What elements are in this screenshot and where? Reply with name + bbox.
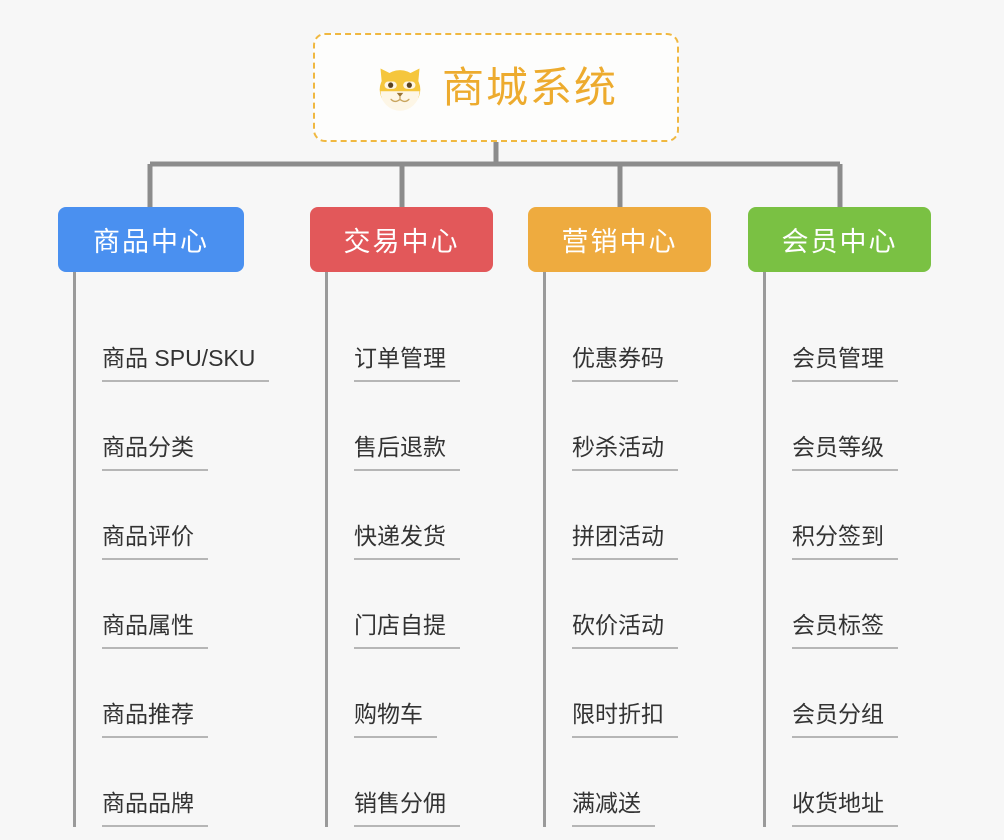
leaf-item-label: 商品品牌 <box>102 789 208 827</box>
category-header-3[interactable]: 营销中心 <box>528 207 711 272</box>
leaf-item[interactable]: 商品 SPU/SKU <box>75 293 270 382</box>
leaf-spine-line <box>73 272 76 827</box>
leaf-item[interactable]: 商品分类 <box>75 382 244 471</box>
leaf-item[interactable]: 销售分佣 <box>327 738 493 827</box>
leaf-item-label: 商品分类 <box>102 433 208 471</box>
leaf-item-label: 会员标签 <box>792 611 898 649</box>
leaf-item-label: 会员管理 <box>792 344 898 382</box>
leaf-item-label: 门店自提 <box>354 611 460 649</box>
root-title: 商城系统 <box>441 63 618 111</box>
leaf-list: 商品 SPU/SKU 商品分类商品评价商品属性商品推荐商品品牌 <box>58 272 270 827</box>
leaf-item[interactable]: 快递发货 <box>327 471 493 560</box>
leaf-item-label: 商品属性 <box>102 611 208 649</box>
leaf-item[interactable]: 会员管理 <box>765 293 931 382</box>
leaf-item-label: 砍价活动 <box>572 611 678 649</box>
leaf-item[interactable]: 订单管理 <box>327 293 493 382</box>
leaf-item-label: 收货地址 <box>792 789 898 827</box>
leaf-item-label: 会员分组 <box>792 700 898 738</box>
leaf-item[interactable]: 砍价活动 <box>545 560 711 649</box>
leaf-item[interactable]: 积分签到 <box>765 471 931 560</box>
leaf-item[interactable]: 购物车 <box>327 649 493 738</box>
leaf-spine-line <box>763 272 766 827</box>
leaf-item-label: 拼团活动 <box>572 522 678 560</box>
shiba-dog-face-icon <box>379 68 421 111</box>
leaf-spine-line <box>543 272 546 827</box>
leaf-item-label: 售后退款 <box>354 433 460 471</box>
leaf-item[interactable]: 优惠券码 <box>545 293 711 382</box>
root-node[interactable]: 商城系统 <box>313 33 679 142</box>
leaf-item-label: 限时折扣 <box>572 700 678 738</box>
leaf-item-label: 快递发货 <box>354 522 460 560</box>
leaf-item-label: 秒杀活动 <box>572 433 678 471</box>
category-header-4[interactable]: 会员中心 <box>748 207 931 272</box>
leaf-spine-line <box>325 272 328 827</box>
category-column: 营销中心优惠券码秒杀活动拼团活动砍价活动限时折扣满减送 <box>528 207 711 827</box>
leaf-item[interactable]: 会员等级 <box>765 382 931 471</box>
leaf-item[interactable]: 商品属性 <box>75 560 244 649</box>
leaf-item[interactable]: 满减送 <box>545 738 711 827</box>
category-header-1[interactable]: 商品中心 <box>58 207 244 272</box>
leaf-item[interactable]: 商品评价 <box>75 471 244 560</box>
leaf-item-label: 商品评价 <box>102 522 208 560</box>
category-column: 交易中心订单管理售后退款快递发货门店自提购物车销售分佣 <box>310 207 493 827</box>
category-column: 商品中心商品 SPU/SKU 商品分类商品评价商品属性商品推荐商品品牌 <box>58 207 270 827</box>
leaf-list: 订单管理售后退款快递发货门店自提购物车销售分佣 <box>310 272 493 827</box>
leaf-item[interactable]: 秒杀活动 <box>545 382 711 471</box>
leaf-item-label: 商品推荐 <box>102 700 208 738</box>
leaf-item[interactable]: 收货地址 <box>765 738 931 827</box>
leaf-item[interactable]: 会员标签 <box>765 560 931 649</box>
leaf-item[interactable]: 商品推荐 <box>75 649 244 738</box>
category-column: 会员中心会员管理会员等级积分签到会员标签会员分组收货地址 <box>748 207 931 827</box>
leaf-item-label: 优惠券码 <box>572 344 678 382</box>
leaf-item-label: 购物车 <box>354 700 437 738</box>
leaf-item[interactable]: 会员分组 <box>765 649 931 738</box>
leaf-item-label: 销售分佣 <box>354 789 460 827</box>
leaf-list: 优惠券码秒杀活动拼团活动砍价活动限时折扣满减送 <box>528 272 711 827</box>
leaf-list: 会员管理会员等级积分签到会员标签会员分组收货地址 <box>748 272 931 827</box>
leaf-item[interactable]: 拼团活动 <box>545 471 711 560</box>
leaf-item[interactable]: 限时折扣 <box>545 649 711 738</box>
category-header-2[interactable]: 交易中心 <box>310 207 493 272</box>
leaf-item-label: 积分签到 <box>792 522 898 560</box>
leaf-item[interactable]: 商品品牌 <box>75 738 244 827</box>
leaf-item-label: 订单管理 <box>354 344 460 382</box>
leaf-item-label: 满减送 <box>572 789 655 827</box>
leaf-item-label: 会员等级 <box>792 433 898 471</box>
leaf-item[interactable]: 门店自提 <box>327 560 493 649</box>
leaf-item[interactable]: 售后退款 <box>327 382 493 471</box>
leaf-item-label: 商品 SPU/SKU <box>102 344 270 382</box>
